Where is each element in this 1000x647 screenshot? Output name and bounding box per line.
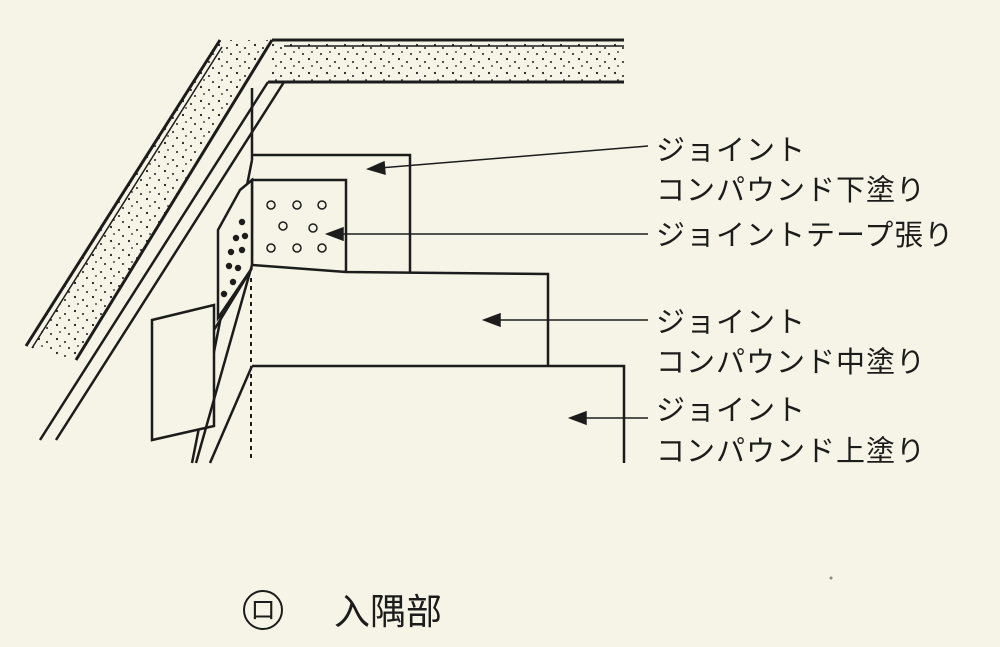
joint-tape [216, 177, 348, 323]
caption-title: 入隅部 [334, 592, 442, 633]
label-under-coat-line2: コンパウンド下塗り [656, 173, 926, 207]
middle-coat-layer [194, 263, 550, 464]
label-middle-coat-line2: コンパウンド中塗り [656, 345, 926, 379]
label-top-coat-line1: ジョイント [656, 393, 806, 427]
label-tape: ジョイントテープ張り [656, 218, 954, 252]
ceiling-board-left [24, 39, 274, 361]
ceiling-board-back [268, 38, 624, 84]
caption-mark: ロ [250, 596, 276, 626]
label-under-coat-line1: ジョイント [656, 133, 806, 167]
label-middle-coat-line1: ジョイント [656, 305, 806, 339]
top-coat-layer [208, 364, 626, 464]
label-top-coat-line2: コンパウンド上塗り [656, 434, 926, 468]
paper-speck [829, 576, 833, 580]
caption-mark-circle [243, 590, 283, 630]
leader-arrows [324, 145, 649, 426]
